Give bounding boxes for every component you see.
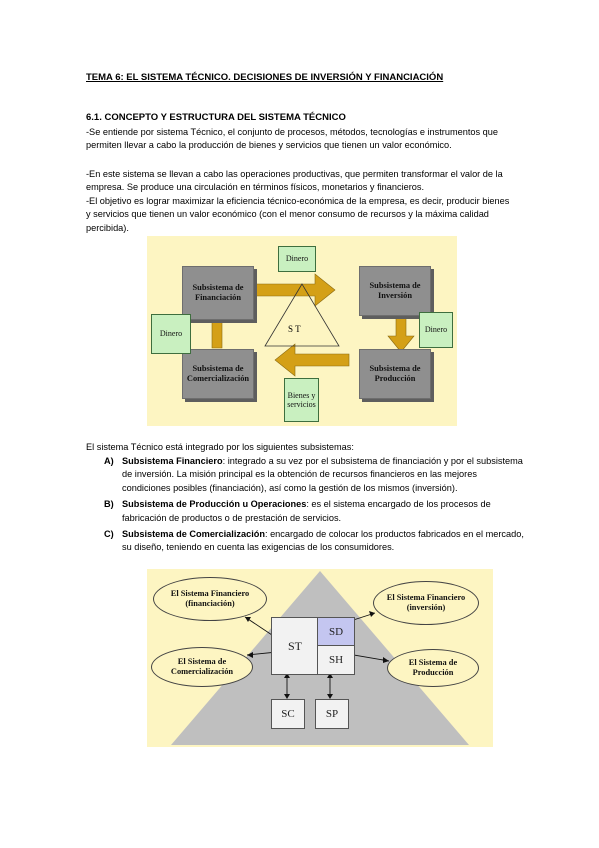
cell-sh: SH — [317, 645, 355, 675]
section-heading: 6.1. CONCEPTO Y ESTRUCTURA DEL SISTEMA T… — [86, 112, 346, 123]
technical-system-cycle-diagram: Subsistema de Financiación Subsistema de… — [147, 236, 457, 426]
list-item: C) Subsistema de Comercialización: encar… — [104, 528, 524, 555]
box-subsistema-financiacion: Subsistema de Financiación — [182, 266, 254, 320]
list-item: A) Subsistema Financiero: integrado a su… — [104, 455, 524, 495]
list-item-term: Subsistema de Producción u Operaciones — [122, 499, 307, 510]
box-subsistema-inversion: Subsistema de Inversión — [359, 266, 431, 316]
list-item-text: : integrado a su vez por el subsistema d… — [122, 456, 523, 493]
list-item-letter: C) — [104, 529, 114, 540]
arrow-financiacion-to-inversion — [254, 273, 336, 307]
ellipse-sistema-financiero-financiacion: El Sistema Financiero (financiación) — [153, 577, 267, 621]
list-item-letter: A) — [104, 456, 114, 466]
cell-st: ST — [271, 617, 319, 675]
paragraph-subsystems-intro: El sistema Técnico está integrado por lo… — [86, 442, 354, 452]
ellipse-sistema-comercializacion: El Sistema de Comercialización — [151, 647, 253, 687]
list-item-text: : encargado de colocar los productos fab… — [122, 529, 524, 553]
list-item-text: : es el sistema encargado de los proceso… — [122, 499, 491, 523]
list-item-term: Subsistema de Comercialización — [122, 529, 265, 540]
ellipse-sistema-produccion: El Sistema de Producción — [387, 649, 479, 687]
cell-sd: SD — [317, 617, 355, 647]
list-item-term: Subsistema Financiero — [122, 456, 223, 466]
cell-sc: SC — [271, 699, 305, 729]
ellipse-sistema-financiero-inversion: El Sistema Financiero (inversión) — [373, 581, 479, 625]
label-dinero-left: Dinero — [151, 314, 191, 354]
label-dinero-right: Dinero — [419, 312, 453, 348]
subsystems-list: A) Subsistema Financiero: integrado a su… — [104, 455, 524, 558]
paragraph-objective: -El objetivo es lograr maximizar la efic… — [86, 196, 510, 233]
label-st-center: S T — [288, 324, 301, 334]
box-subsistema-comercializacion: Subsistema de Comercialización — [182, 349, 254, 399]
cell-sp: SP — [315, 699, 349, 729]
label-dinero-top: Dinero — [278, 246, 316, 272]
center-triangle — [264, 283, 340, 347]
technical-system-structure-diagram: ST SD SH SC SP El Sistema Financiero (fi… — [147, 569, 493, 747]
list-item-letter: B) — [104, 499, 114, 510]
box-subsistema-produccion: Subsistema de Producción — [359, 349, 431, 399]
list-item: B) Subsistema de Producción u Operacione… — [104, 498, 524, 525]
label-bienes-servicios: Bienes y servicios — [284, 378, 319, 422]
arrow-produccion-to-comercializacion — [274, 343, 350, 377]
document-title: TEMA 6: EL SISTEMA TÉCNICO. DECISIONES D… — [86, 72, 444, 83]
paragraph-operations: -En este sistema se llevan a cabo las op… — [86, 169, 503, 193]
paragraph-definition: -Se entiende por sistema Técnico, el con… — [86, 127, 498, 151]
